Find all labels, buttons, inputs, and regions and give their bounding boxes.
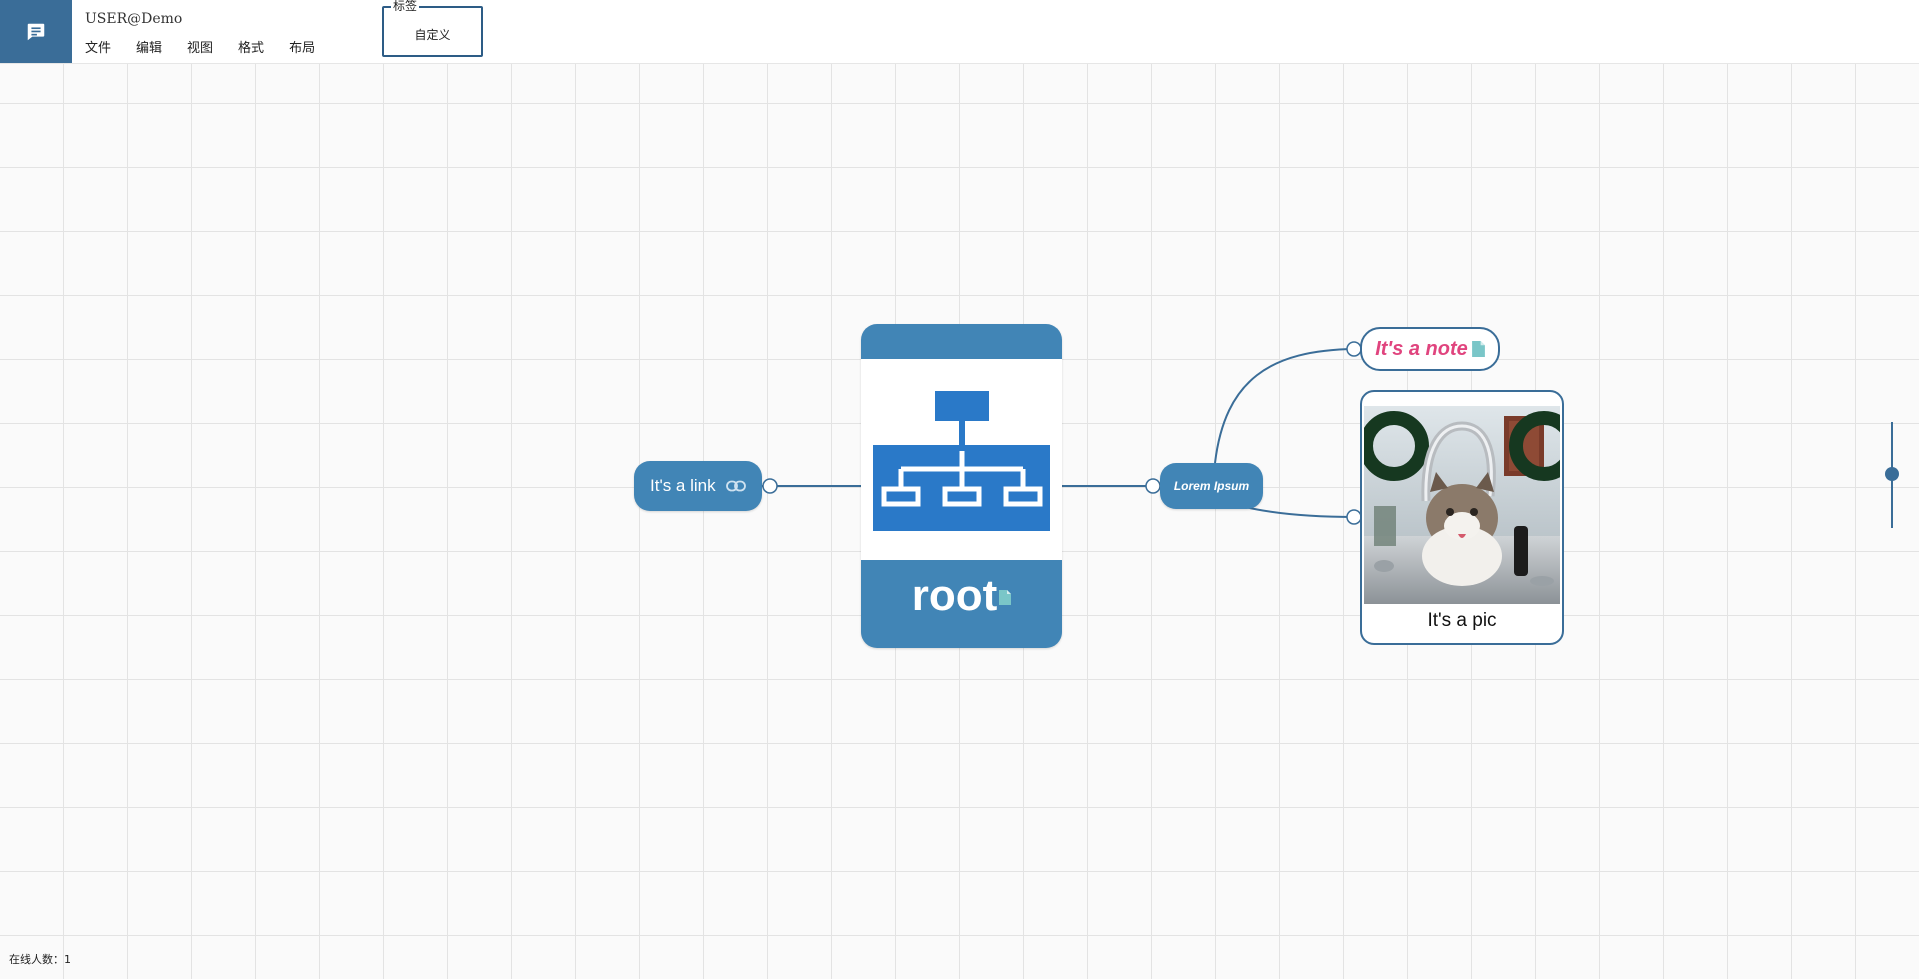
tag-panel-legend: 标签 [391, 0, 420, 13]
menu-format[interactable]: 格式 [238, 41, 265, 56]
expander-note[interactable] [1346, 341, 1362, 357]
cat-photo [1364, 406, 1560, 604]
link-icon[interactable] [725, 480, 746, 492]
node-pic-label: It's a pic [1427, 610, 1497, 631]
note-icon[interactable] [999, 559, 1012, 623]
connector-lorem-note [1214, 348, 1356, 464]
user-name: USER@Demo [85, 11, 183, 27]
node-root-label-row: root [861, 564, 1062, 628]
node-lorem-ipsum-label: Lorem Ipsum [1173, 479, 1250, 493]
node-link[interactable]: It's a link [634, 461, 762, 511]
node-pic[interactable]: It's a pic [1360, 390, 1564, 645]
node-note[interactable]: It's a note [1360, 327, 1500, 371]
sitemap-icon [861, 359, 1062, 560]
menu-file[interactable]: 文件 [85, 41, 112, 56]
node-lorem-ipsum[interactable]: Lorem Ipsum [1160, 463, 1263, 509]
note-icon[interactable] [1471, 341, 1485, 357]
menu-edit[interactable]: 编辑 [136, 41, 163, 56]
online-count: 在线人数：1 [9, 953, 71, 966]
menu-view[interactable]: 视图 [187, 41, 214, 56]
top-header: USER@Demo 文件 编辑 视图 格式 布局 标签 自定义 [0, 0, 1919, 64]
expander-pic[interactable] [1346, 509, 1362, 525]
node-note-label: It's a note [1375, 337, 1468, 360]
menu-layout[interactable]: 布局 [289, 41, 316, 56]
tag-panel: 标签 自定义 [382, 0, 483, 57]
node-root-label: root [911, 571, 998, 620]
zoom-slider[interactable] [1880, 422, 1904, 528]
chat-icon[interactable] [0, 0, 72, 63]
expander-link[interactable] [762, 478, 778, 494]
node-link-label: It's a link [650, 476, 716, 495]
connector-lorem-pic [1244, 506, 1356, 518]
custom-tag-button[interactable]: 自定义 [414, 28, 451, 42]
node-root[interactable]: root [861, 324, 1062, 648]
expander-lorem[interactable] [1145, 478, 1161, 494]
zoom-handle[interactable] [1885, 467, 1899, 481]
main-menu: 文件 编辑 视图 格式 布局 [85, 37, 340, 56]
